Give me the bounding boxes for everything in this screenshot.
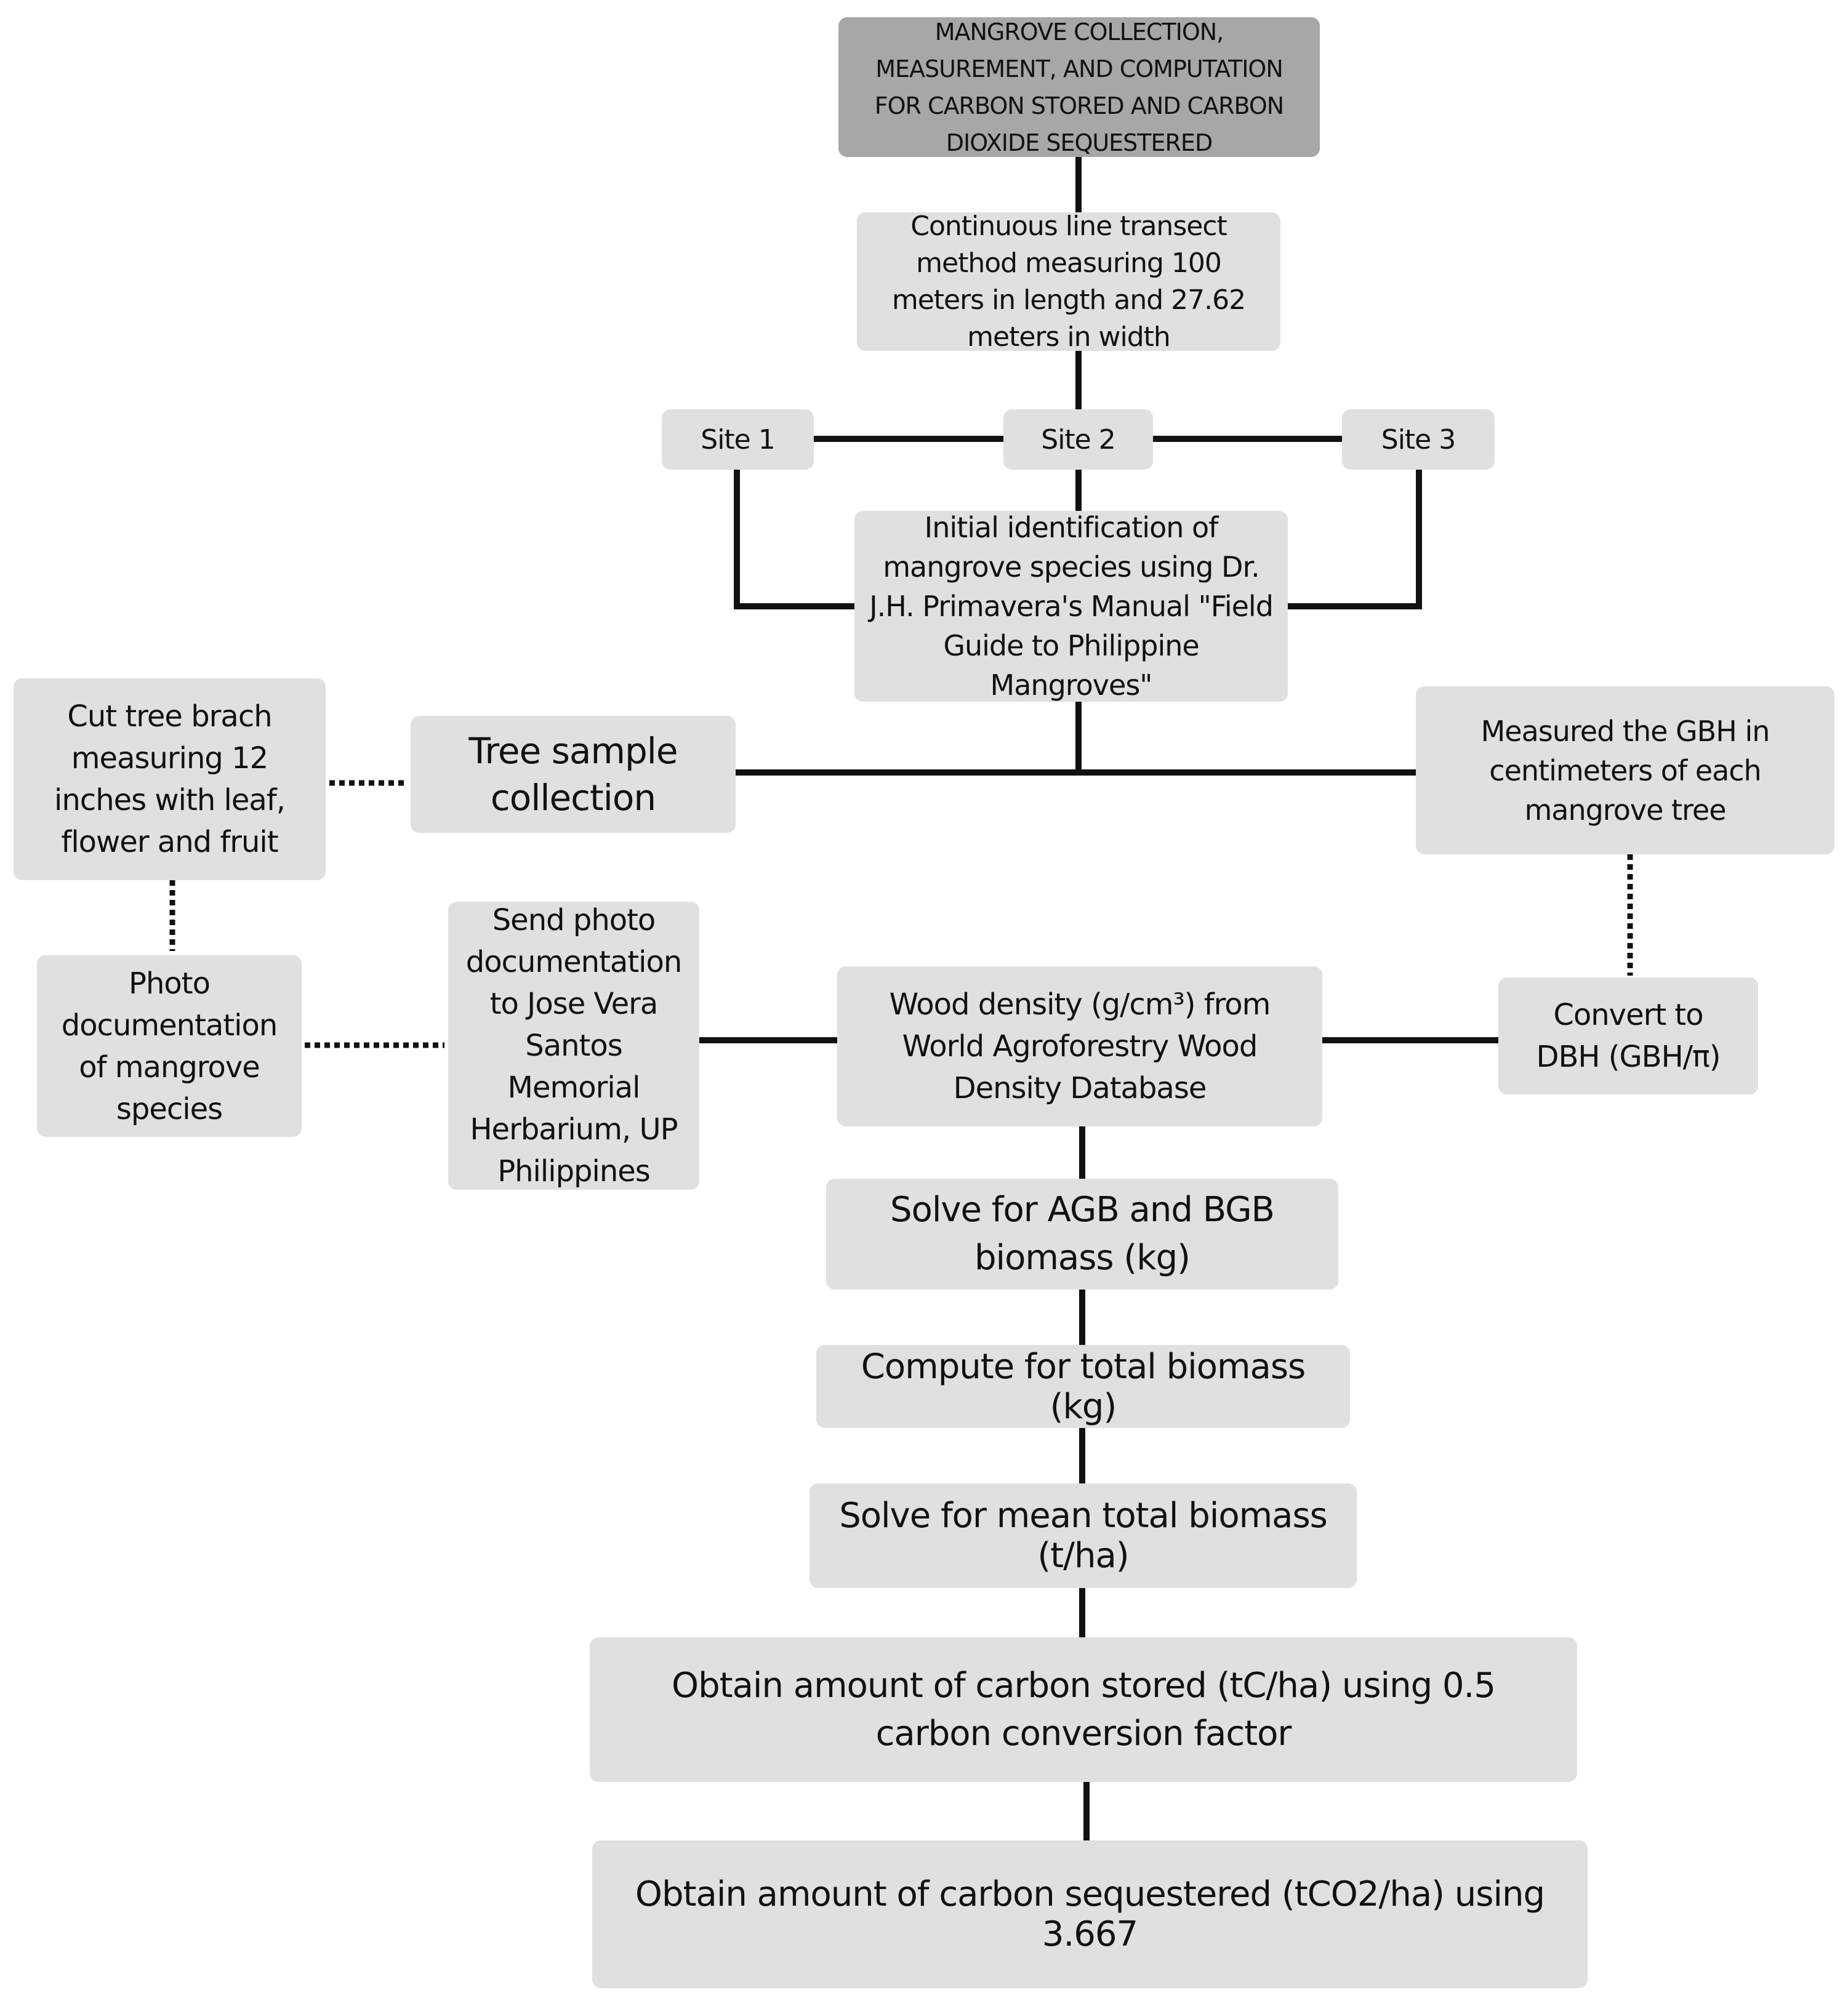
mean-biomass-box: Solve for mean total biomass (t/ha) xyxy=(810,1483,1357,1588)
tree-sample-box: Tree sample collection xyxy=(411,716,736,833)
title-box: MANGROVE COLLECTION, MEASUREMENT, AND CO… xyxy=(838,17,1320,157)
transect-box: Continuous line transect method measurin… xyxy=(857,211,1280,353)
send-photo-box: Send photo documentation to Jose Vera Sa… xyxy=(448,902,699,1190)
site-3-box: Site 3 xyxy=(1342,409,1495,470)
measured-gbh-box: Measured the GBH in centimeters of each … xyxy=(1416,686,1834,854)
wood-density-box: Wood density (g/cm³) from World Agrofore… xyxy=(837,966,1322,1126)
carbon-sequestered-box: Obtain amount of carbon sequestered (tCO… xyxy=(592,1840,1588,1988)
convert-dbh-box: Convert to DBH (GBH/π) xyxy=(1498,977,1758,1094)
site-2-box: Site 2 xyxy=(1003,409,1153,470)
total-biomass-box: Compute for total biomass (kg) xyxy=(816,1345,1350,1428)
carbon-stored-box: Obtain amount of carbon stored (tC/ha) u… xyxy=(590,1637,1577,1782)
photo-documentation-box: Photo documentation of mangrove species xyxy=(37,955,302,1137)
identification-box: Initial identification of mangrove speci… xyxy=(854,511,1288,702)
solve-agb-box: Solve for AGB and BGB biomass (kg) xyxy=(826,1179,1338,1290)
cut-branch-box: Cut tree brach measuring 12 inches with … xyxy=(14,678,326,880)
site-1-box: Site 1 xyxy=(662,409,814,470)
connector-site3-identification xyxy=(1285,467,1422,609)
connector-site1-identification xyxy=(734,467,858,609)
